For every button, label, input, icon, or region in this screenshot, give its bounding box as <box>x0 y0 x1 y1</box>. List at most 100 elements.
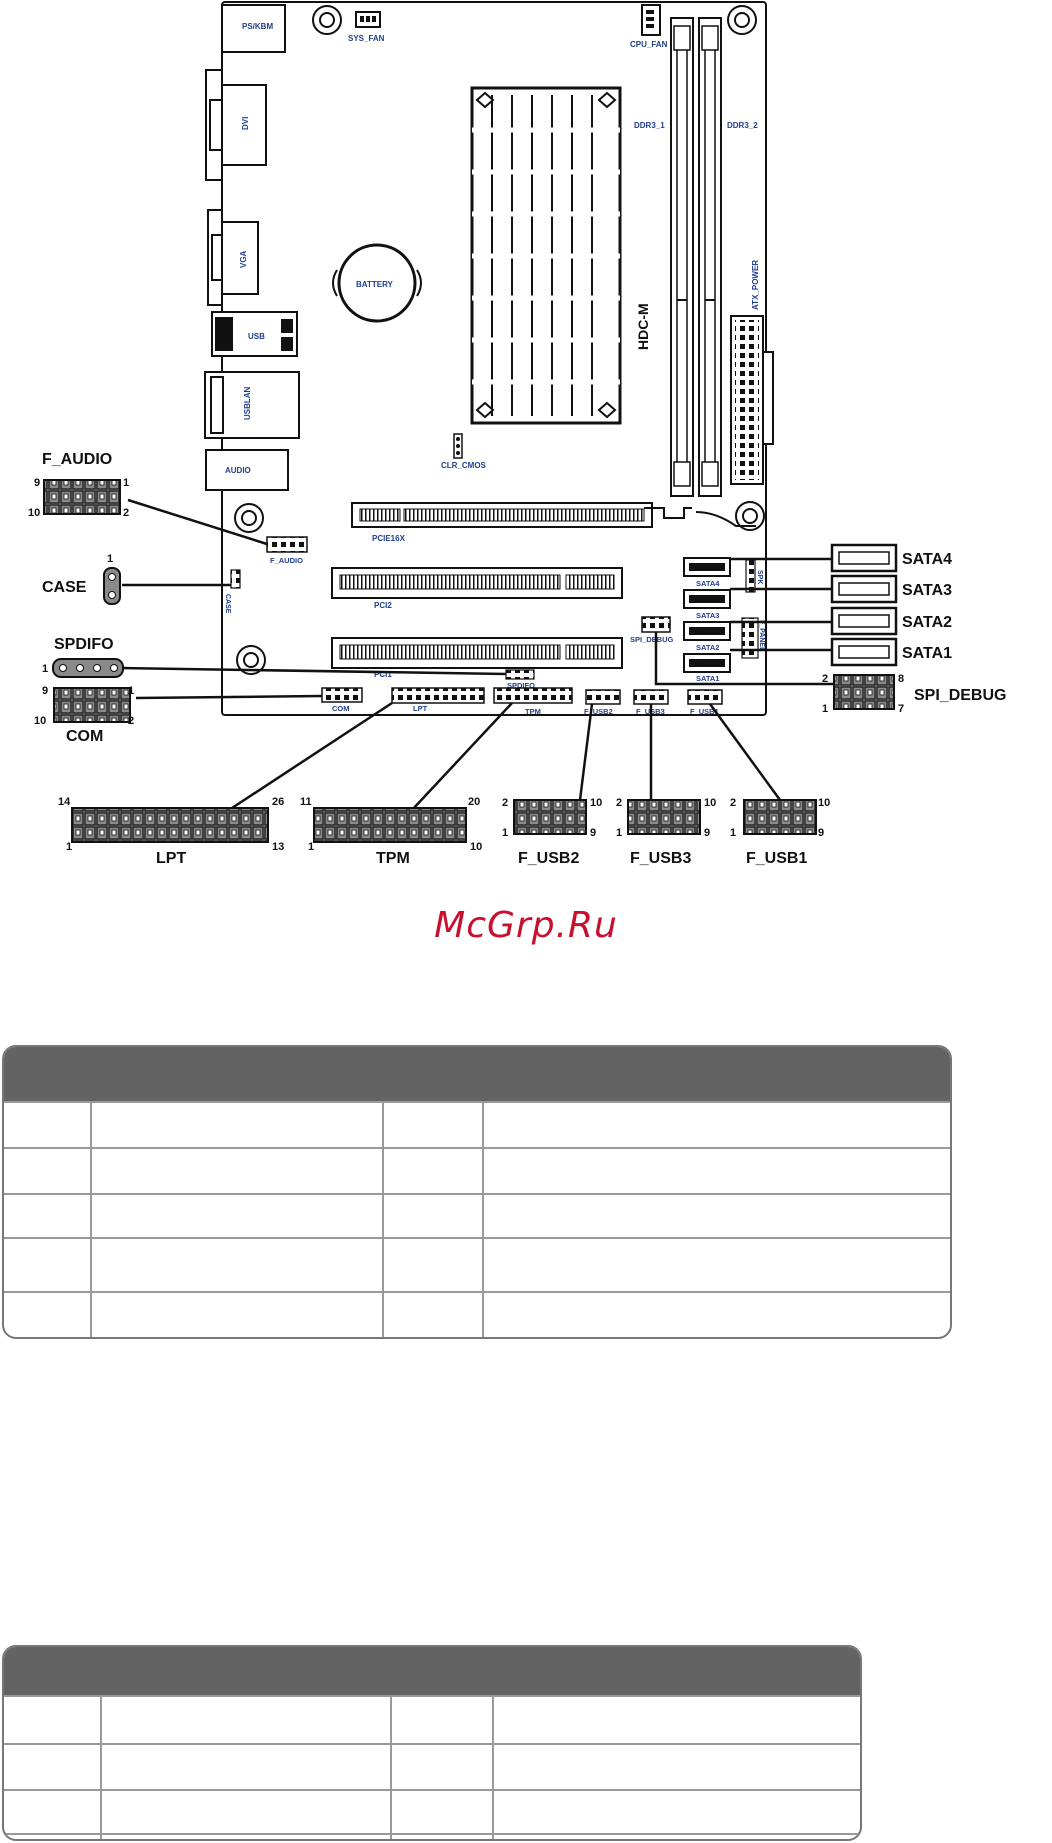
sys-fan-label: SYS_FAN <box>348 34 385 43</box>
spk-label: SPK <box>756 570 763 584</box>
vga-port <box>207 209 259 306</box>
spi-debug-pin-block <box>833 674 895 710</box>
cpu-fan-label: CPU_FAN <box>630 40 668 49</box>
tpm-callout-label: TPM <box>376 850 410 867</box>
lpt-pin13: 13 <box>272 841 284 853</box>
ps2-port <box>221 4 286 53</box>
mounting-hole <box>234 5 765 675</box>
sata3-callout-label: SATA3 <box>902 582 952 599</box>
spi-debug-header <box>641 616 671 633</box>
table-row <box>4 1695 860 1743</box>
audio-label: AUDIO <box>225 466 251 475</box>
battery <box>337 243 417 323</box>
tpm-onboard-label: TPM <box>525 707 541 716</box>
com-pin1: 1 <box>128 685 134 697</box>
dvi-label: DVI <box>241 117 250 130</box>
pci1-slot <box>331 637 623 669</box>
chipset-label: HDC-M <box>635 303 651 350</box>
spdifo-header <box>505 669 535 680</box>
usb-port <box>211 311 298 357</box>
f-usb3-pin9: 9 <box>704 827 710 839</box>
tpm-header <box>493 687 573 704</box>
pcie16x-label: PCIE16X <box>372 534 406 543</box>
f-panel-label: F_PANEL <box>758 620 765 652</box>
f-usb2-pin2: 2 <box>502 797 508 809</box>
com-callout-label: COM <box>66 728 103 745</box>
f-audio-pin9: 9 <box>34 477 40 489</box>
f-usb3-pin-block <box>627 799 701 835</box>
battery-label: BATTERY <box>356 280 394 289</box>
f-audio-pin1: 1 <box>123 477 129 489</box>
lpt-onboard-label: LPT <box>413 704 428 713</box>
f-usb2-header <box>585 689 621 705</box>
sata1-callout-label: SATA1 <box>902 645 952 662</box>
tpm-pin10: 10 <box>470 841 482 853</box>
spec-table-1 <box>2 1045 952 1339</box>
f-usb1-pin1: 1 <box>730 827 736 839</box>
spi-debug-pin7: 7 <box>898 703 904 715</box>
case-callout-label: CASE <box>42 579 87 596</box>
spk-header <box>745 559 756 593</box>
ddr3-slot-1 <box>670 17 694 497</box>
ddr3-slot-2 <box>698 17 722 497</box>
dvi-port <box>205 69 267 181</box>
case-onboard-label: CASE <box>224 594 231 614</box>
f-usb2-callout-label: F_USB2 <box>518 850 579 867</box>
table-header <box>4 1047 950 1101</box>
sata2-callout-connector <box>830 606 898 636</box>
table-row <box>4 1743 860 1789</box>
com-pin10: 10 <box>34 715 46 727</box>
spi-debug-pin1: 1 <box>822 703 828 715</box>
sata4-onboard <box>683 557 731 577</box>
case-pin1: 1 <box>107 553 113 565</box>
f-audio-pin10: 10 <box>28 507 40 519</box>
f-usb1-pin2: 2 <box>730 797 736 809</box>
spdifo-callout-label: SPDIFO <box>54 636 114 653</box>
ps2-label: PS/KBM <box>242 22 273 31</box>
sata1-callout-connector <box>830 637 898 667</box>
f-usb3-pin10: 10 <box>704 797 716 809</box>
vga-label: VGA <box>239 250 248 268</box>
spdifo-onboard-label: SPDIFO <box>507 681 535 690</box>
sata2-onboard-label: SATA2 <box>696 643 719 652</box>
f-usb3-header <box>633 689 669 705</box>
table-row <box>4 1789 860 1833</box>
tpm-pin20: 20 <box>468 796 480 808</box>
table-row <box>4 1833 860 1839</box>
lpt-header <box>391 687 485 704</box>
pci1-label: PCI1 <box>374 670 392 679</box>
watermark: McGrp.Ru <box>434 905 618 946</box>
pci2-slot <box>331 567 623 599</box>
tpm-pin1: 1 <box>308 841 314 853</box>
lpt-pin1: 1 <box>66 841 72 853</box>
sata1-onboard-label: SATA1 <box>696 674 719 683</box>
pci2-label: PCI2 <box>374 601 392 610</box>
f-usb3-pin1: 1 <box>616 827 622 839</box>
f-usb1-callout-label: F_USB1 <box>746 850 807 867</box>
case-header <box>230 569 241 589</box>
f-usb2-pin-block <box>513 799 587 835</box>
lpt-pin26: 26 <box>272 796 284 808</box>
f-audio-callout-label: F_AUDIO <box>42 451 112 468</box>
atx-power-label: ATX_POWER <box>751 260 760 310</box>
f-audio-header <box>266 536 308 553</box>
usb-lan-label: USBLAN <box>243 386 252 420</box>
table-row <box>4 1193 950 1237</box>
f-usb1-pin10: 10 <box>818 797 830 809</box>
f-usb1-onboard-label: F_USB1 <box>690 707 719 716</box>
f-audio-onboard-label: F_AUDIO <box>270 556 303 565</box>
audio-jack <box>205 449 289 491</box>
table-header <box>4 1647 860 1695</box>
clr-cmos-label: CLR_CMOS <box>441 461 487 470</box>
leader-lines <box>121 498 834 812</box>
usb-lan-port <box>204 371 300 439</box>
pcie16x-slot <box>351 502 756 528</box>
table-row <box>4 1237 950 1291</box>
table-row <box>4 1147 950 1193</box>
com-pin2: 2 <box>128 715 134 727</box>
com-onboard-label: COM <box>332 704 350 713</box>
sata3-callout-connector <box>830 574 898 604</box>
f-usb3-pin2: 2 <box>616 797 622 809</box>
f-audio-pin-block <box>43 479 121 515</box>
table-row <box>4 1291 950 1337</box>
